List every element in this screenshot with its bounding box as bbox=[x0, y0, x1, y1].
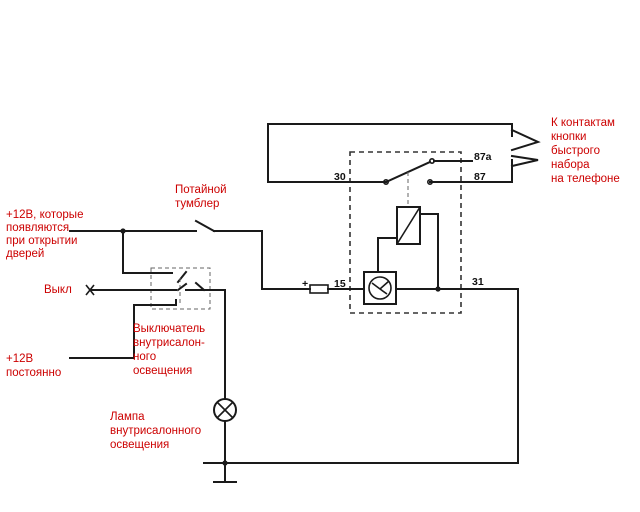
label-light-switch: Выключатель внутрисалон- ного освещения bbox=[133, 323, 205, 377]
svg-text:освещения: освещения bbox=[110, 439, 169, 451]
pin-31-label: 31 bbox=[472, 276, 484, 288]
svg-text:+12В: +12В bbox=[6, 353, 34, 365]
label-phone-contacts: К контактам кнопки быстрого набора на те… bbox=[551, 117, 620, 185]
svg-text:кнопки: кнопки bbox=[551, 131, 586, 143]
wire-toggle-to-main bbox=[213, 230, 263, 290]
wire-coil-left bbox=[377, 237, 398, 273]
relay-timer-circle bbox=[368, 276, 392, 300]
label-hidden-toggle: Потайной тумблер bbox=[175, 184, 227, 210]
relay-timer-arrow bbox=[371, 280, 390, 295]
relay-coil-diagonal bbox=[396, 206, 421, 245]
label-off: Выкл bbox=[44, 284, 72, 296]
svg-text:набора: набора bbox=[551, 159, 590, 171]
svg-text:Выключатель: Выключатель bbox=[133, 323, 205, 335]
svg-text:на телефоне: на телефоне bbox=[551, 173, 620, 185]
junction-31 bbox=[435, 286, 441, 292]
wire-pin30-loop bbox=[267, 123, 513, 183]
svg-text:+12В, которые: +12В, которые bbox=[6, 209, 83, 221]
svg-text:постоянно: постоянно bbox=[6, 367, 61, 379]
svg-text:появляются: появляются bbox=[6, 222, 69, 234]
svg-text:Лампа: Лампа bbox=[110, 411, 145, 423]
wire-31-ground bbox=[224, 288, 519, 464]
svg-text:ного: ного bbox=[133, 351, 156, 363]
wire-door-to-switch bbox=[122, 230, 173, 274]
label-interior-lamp: Лампа внутрисалонного освещения bbox=[110, 411, 201, 451]
hidden-toggle-arm bbox=[194, 219, 216, 233]
pin-15-label: 15 bbox=[334, 278, 346, 290]
contact-87 bbox=[426, 179, 433, 186]
label-constant-12v: +12В постоянно bbox=[6, 353, 61, 379]
relay-enclosure bbox=[349, 151, 462, 314]
light-switch-arm-right bbox=[194, 281, 206, 292]
pin-87a-label: 87а bbox=[474, 151, 492, 163]
pin-87-label: 87 bbox=[474, 171, 486, 183]
svg-text:дверей: дверей bbox=[6, 248, 44, 260]
svg-text:при открытии: при открытии bbox=[6, 235, 77, 247]
svg-text:освещения: освещения bbox=[133, 365, 192, 377]
interior-lamp-cross bbox=[216, 401, 234, 419]
light-switch-enclosure bbox=[150, 267, 211, 310]
label-door-12v: +12В, которые появляются при открытии дв… bbox=[6, 209, 83, 260]
fuse bbox=[309, 284, 329, 294]
svg-text:Потайной: Потайной bbox=[175, 184, 227, 196]
light-switch-arm bbox=[176, 270, 188, 284]
pin-30-label: 30 bbox=[334, 171, 346, 183]
light-switch-arm-lower bbox=[176, 282, 188, 292]
off-marker bbox=[85, 284, 95, 296]
relay-coil bbox=[396, 206, 421, 245]
svg-text:К контактам: К контактам bbox=[551, 117, 615, 129]
svg-text:внутрисалон-: внутрисалон- bbox=[133, 337, 205, 349]
wire-constant-12v bbox=[69, 299, 177, 359]
svg-text:быстрого: быстрого bbox=[551, 145, 600, 157]
arrow-lower bbox=[510, 154, 539, 168]
wire-pin87 bbox=[429, 159, 513, 183]
svg-text:внутрисалонного: внутрисалонного bbox=[110, 425, 201, 437]
fuse-plus-label: + bbox=[302, 278, 308, 290]
svg-text:тумблер: тумблер bbox=[175, 198, 219, 210]
arrow-upper bbox=[510, 128, 541, 152]
wire-coil-right bbox=[419, 213, 439, 290]
wire-switch-to-lamp bbox=[185, 289, 226, 399]
